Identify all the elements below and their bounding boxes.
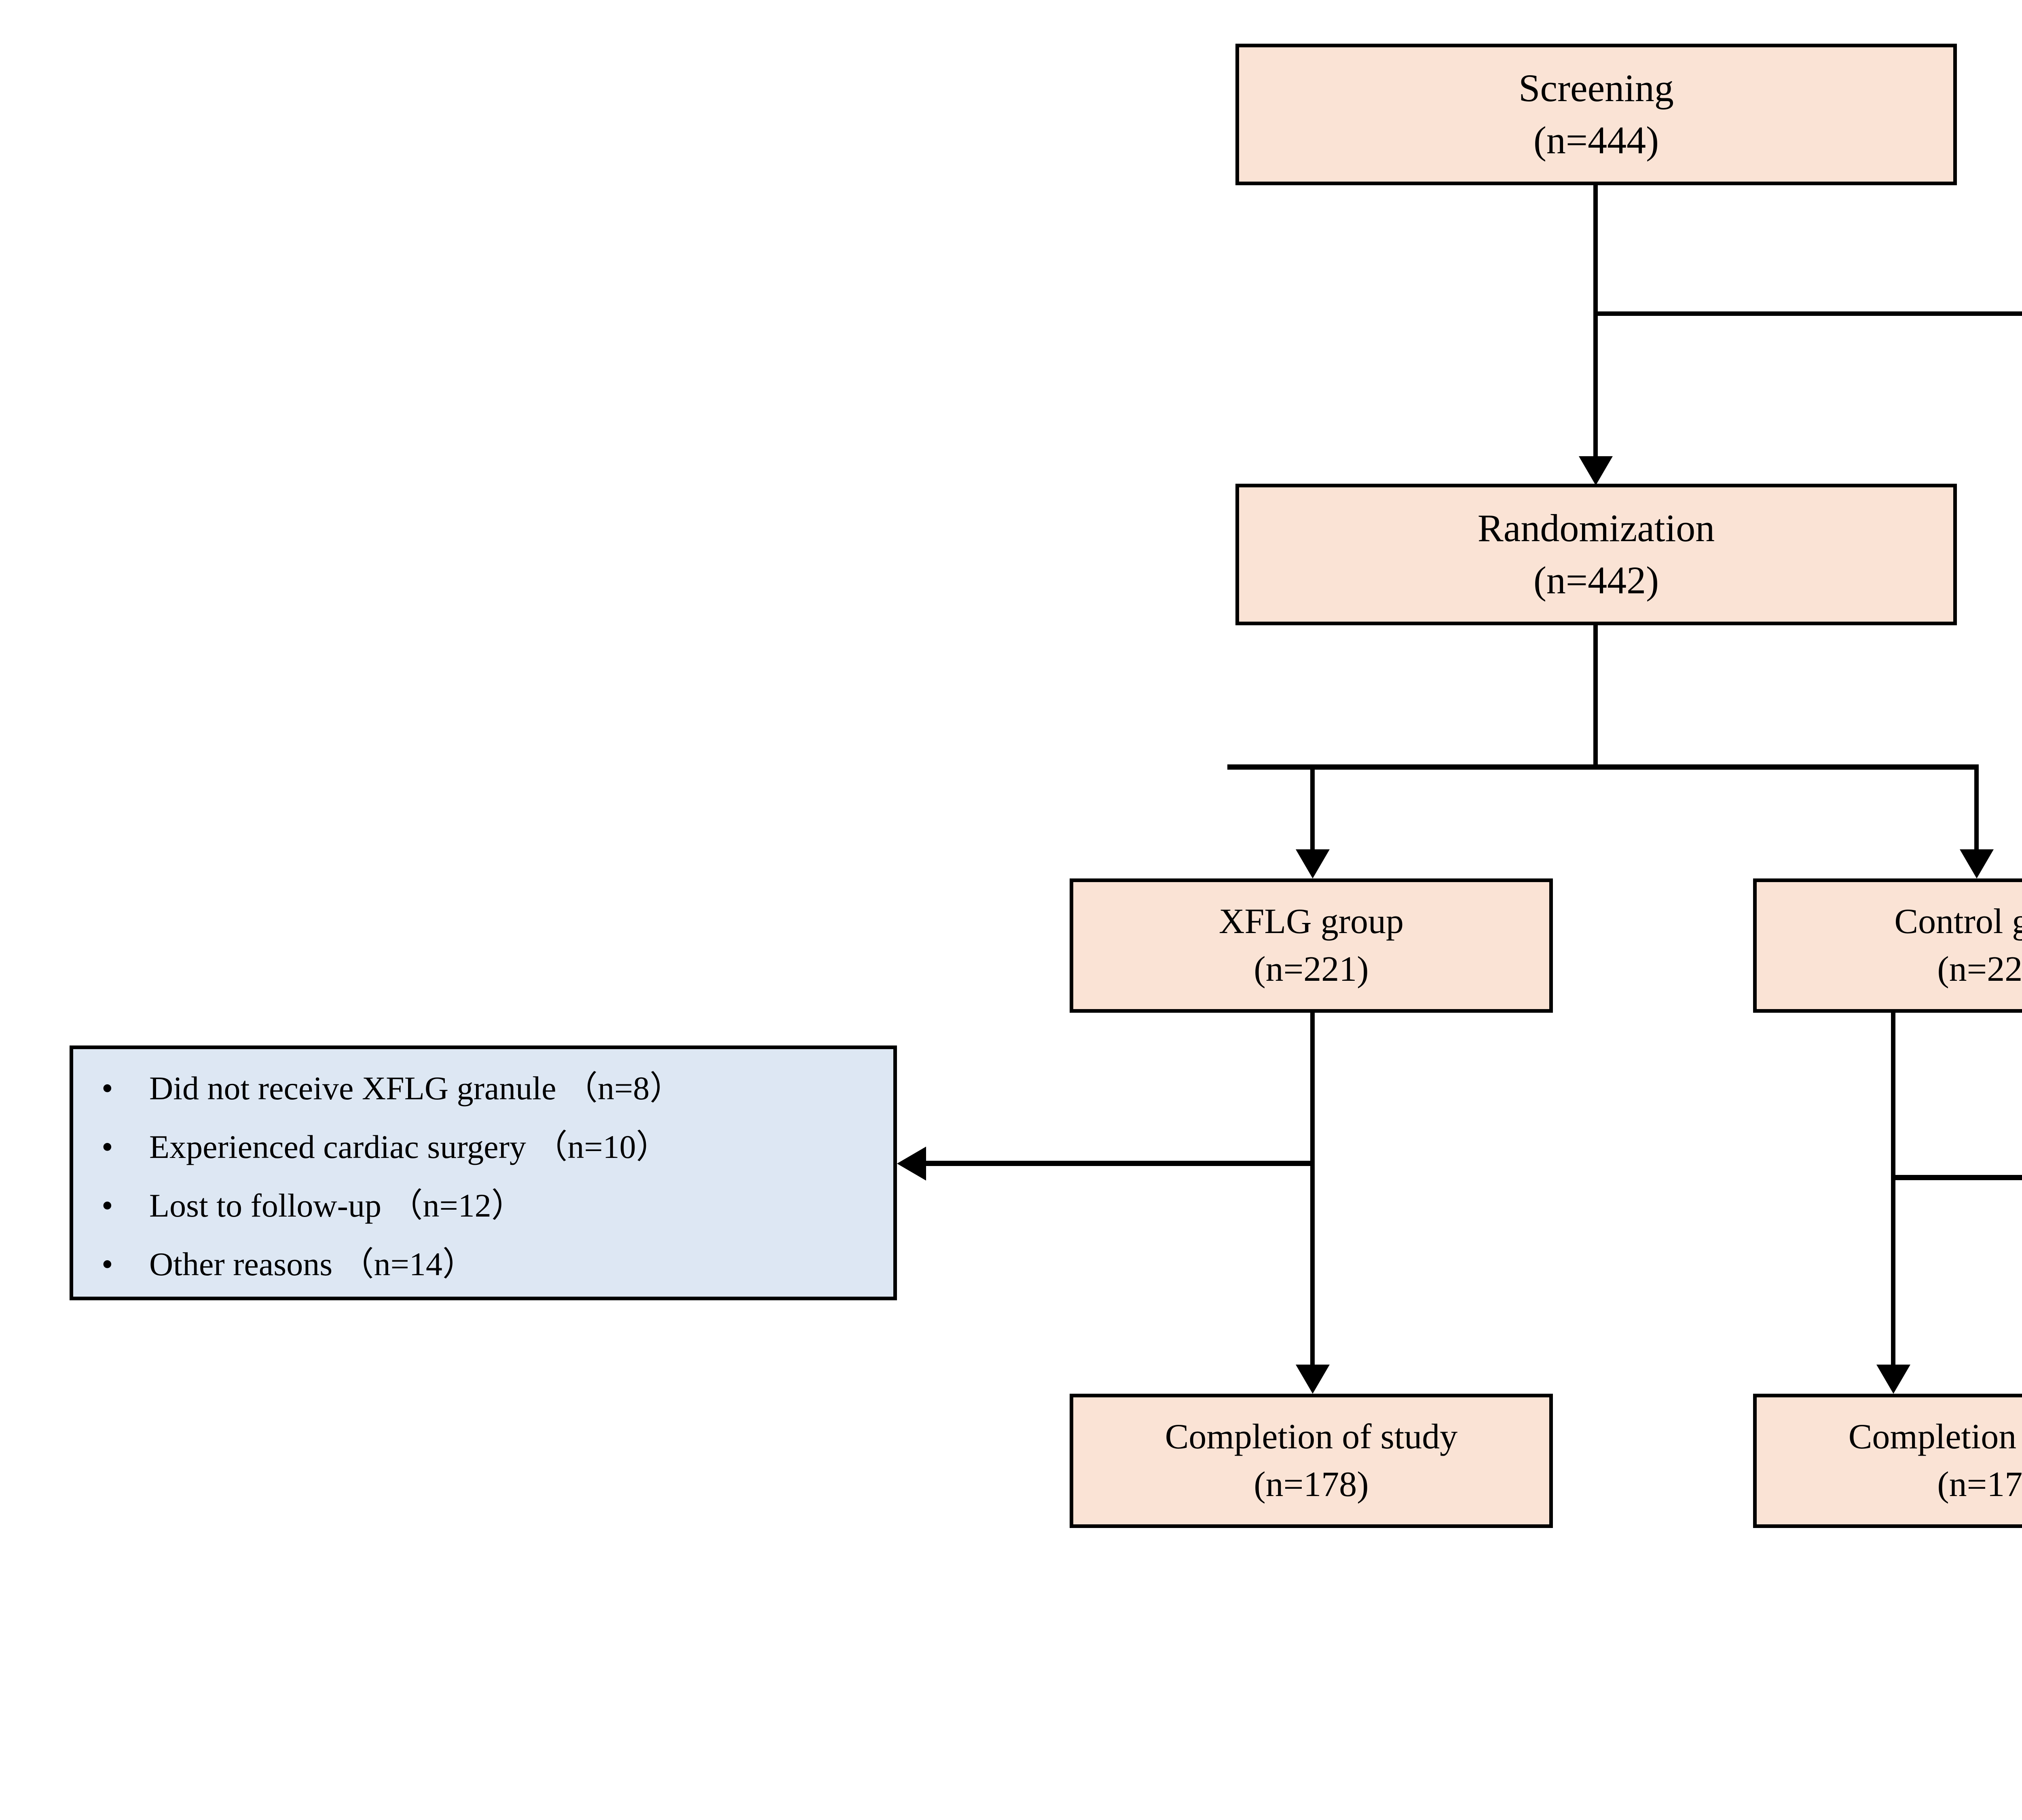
- node-control-group-count: (n=221): [1937, 950, 2022, 989]
- connector-xflg-to-dropouts: [926, 1161, 1312, 1166]
- node-screening-count: (n=444): [1533, 119, 1659, 162]
- bullet-icon: •: [102, 1187, 113, 1224]
- node-randomization-count: (n=442): [1533, 559, 1659, 602]
- node-screening[interactable]: Screening (n=444): [1235, 44, 1957, 185]
- node-randomization[interactable]: Randomization (n=442): [1235, 484, 1957, 625]
- bullet-icon: •: [102, 1128, 113, 1165]
- arrowhead-xflg-dropouts-in: [897, 1147, 926, 1181]
- node-xflg-completion[interactable]: Completion of study (n=178): [1070, 1394, 1553, 1528]
- connector-screening-to-exclusion: [1593, 311, 2022, 316]
- connector-randomization-split-bar: [1227, 764, 1979, 770]
- arrowhead-xflg-group-in: [1296, 849, 1330, 878]
- list-item-label: Other reasons （n=14）: [149, 1246, 476, 1282]
- connector-randomization-to-control: [1974, 764, 1979, 852]
- list-item[interactable]: • Experienced cardiac surgery （n=10）: [102, 1120, 893, 1168]
- list-item-label: Experienced cardiac surgery （n=10）: [149, 1128, 669, 1165]
- bullet-icon: •: [102, 1246, 113, 1282]
- node-randomization-title: Randomization: [1477, 506, 1715, 550]
- xflg-dropouts-list: • Did not receive XFLG granule （n=8） • E…: [102, 1061, 893, 1285]
- arrowhead-control-group-in: [1960, 849, 1994, 878]
- node-control-completion-count: (n=178): [1937, 1465, 2022, 1504]
- node-screening-title: Screening: [1519, 66, 1674, 110]
- node-xflg-completion-count: (n=178): [1254, 1465, 1369, 1504]
- list-item[interactable]: • Did not receive XFLG granule （n=8）: [102, 1061, 893, 1109]
- node-xflg-group[interactable]: XFLG group (n=221): [1070, 878, 1553, 1013]
- arrowhead-xflg-completion-in: [1296, 1365, 1330, 1394]
- node-xflg-group-title: XFLG group: [1218, 902, 1404, 942]
- list-item-label: Lost to follow-up （n=12）: [149, 1187, 525, 1224]
- connector-randomization-to-xflg: [1310, 764, 1315, 852]
- node-control-completion-title: Completion of study: [1848, 1417, 2022, 1457]
- list-item[interactable]: • Lost to follow-up （n=12）: [102, 1178, 893, 1226]
- arrowhead-control-completion-in: [1876, 1365, 1910, 1394]
- arrowhead-randomization-in: [1579, 456, 1613, 485]
- connector-randomization-stem: [1593, 625, 1598, 768]
- node-control-completion[interactable]: Completion of study (n=178): [1753, 1394, 2022, 1528]
- node-xflg-completion-title: Completion of study: [1165, 1417, 1458, 1457]
- node-xflg-dropouts[interactable]: • Did not receive XFLG granule （n=8） • E…: [70, 1045, 897, 1300]
- list-item[interactable]: • Other reasons （n=14）: [102, 1237, 893, 1285]
- bullet-icon: •: [102, 1070, 113, 1107]
- node-xflg-group-count: (n=221): [1254, 950, 1369, 989]
- connector-control-to-dropouts: [1891, 1175, 2022, 1180]
- list-item-label: Did not receive XFLG granule （n=8）: [149, 1070, 683, 1107]
- node-control-group-title: Control group: [1894, 902, 2022, 942]
- connector-screening-to-randomization: [1593, 185, 1598, 458]
- connector-control-to-completion: [1891, 1013, 1895, 1367]
- connector-xflg-to-completion: [1310, 1013, 1315, 1367]
- node-control-group[interactable]: Control group (n=221): [1753, 878, 2022, 1013]
